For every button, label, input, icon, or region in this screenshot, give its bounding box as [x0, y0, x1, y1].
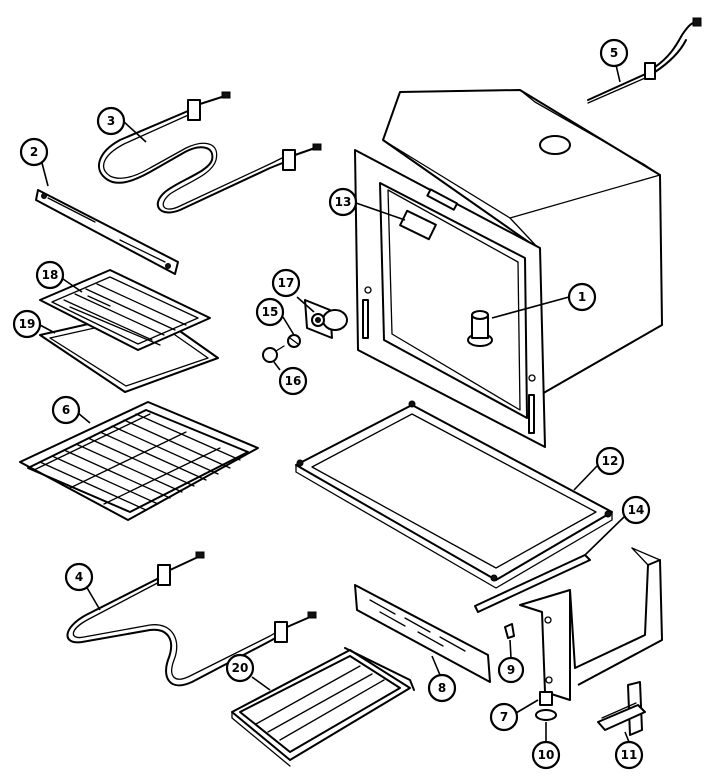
callout-18: 18	[35, 260, 65, 290]
callout-circle	[328, 187, 358, 217]
broil-element	[97, 91, 322, 214]
callout-4: 4	[64, 562, 94, 592]
oven-cavity	[354, 89, 663, 448]
callout-label: 8	[438, 681, 446, 695]
callout-circle	[35, 260, 65, 290]
callout-circle	[595, 446, 625, 476]
vent-panel	[354, 584, 491, 683]
callout-circle	[621, 495, 651, 525]
bake-element	[66, 551, 317, 687]
callout-circle	[225, 653, 255, 683]
callout-10: 10	[531, 740, 561, 770]
leveling-leg	[535, 691, 557, 721]
callout-circle	[497, 656, 525, 684]
callout-16: 16	[278, 366, 308, 396]
broiler-grid	[39, 269, 211, 351]
screw	[504, 623, 515, 639]
callout-13: 13	[328, 187, 358, 217]
bracket-strip	[35, 189, 179, 275]
callout-11: 11	[614, 740, 644, 770]
callout-1: 1	[567, 282, 597, 312]
anti-tip-bracket	[597, 681, 646, 736]
callout-circle	[427, 673, 457, 703]
callout-circle	[531, 740, 561, 770]
callout-label: 12	[602, 454, 619, 468]
callout-circle	[19, 137, 49, 167]
broiler-rack	[231, 647, 415, 767]
callout-circle	[599, 38, 629, 68]
callout-label: 17	[278, 276, 295, 290]
callout-label: 19	[19, 317, 36, 331]
callout-circle	[255, 297, 285, 327]
callout-label: 13	[335, 195, 352, 209]
callout-circle	[12, 309, 42, 339]
callout-label: 15	[262, 305, 279, 319]
callout-label: 5	[610, 46, 618, 60]
callout-17: 17	[271, 268, 301, 298]
callout-label: 20	[232, 661, 249, 675]
callout-12: 12	[595, 446, 625, 476]
callout-circle	[64, 562, 94, 592]
callout-label: 11	[621, 748, 638, 762]
callout-label: 9	[507, 663, 515, 677]
callout-14: 14	[621, 495, 651, 525]
callout-8: 8	[427, 673, 457, 703]
callout-19: 19	[12, 309, 42, 339]
callout-7: 7	[489, 702, 519, 732]
oven-rack	[19, 401, 259, 521]
oven-sensor	[587, 17, 702, 104]
callout-6: 6	[51, 395, 81, 425]
callout-2: 2	[19, 137, 49, 167]
callout-label: 3	[107, 114, 115, 128]
side-bracket	[519, 547, 663, 701]
callout-circle	[614, 740, 644, 770]
callout-circle	[51, 395, 81, 425]
callout-label: 16	[285, 374, 302, 388]
callout-label: 14	[628, 503, 645, 517]
callout-label: 4	[75, 570, 83, 584]
callout-3: 3	[96, 106, 126, 136]
callout-label: 1	[578, 290, 586, 304]
callout-circle	[278, 366, 308, 396]
callout-label: 10	[538, 748, 555, 762]
callout-circle	[567, 282, 597, 312]
callout-label: 6	[62, 403, 70, 417]
callout-15: 15	[255, 297, 285, 327]
drip-tray	[295, 400, 613, 589]
callout-circle	[489, 702, 519, 732]
callout-label: 7	[500, 710, 508, 724]
callout-5: 5	[599, 38, 629, 68]
callout-9: 9	[497, 656, 525, 684]
callout-20: 20	[225, 653, 255, 683]
callout-label: 18	[42, 268, 59, 282]
callout-circle	[271, 268, 301, 298]
callout-circle	[96, 106, 126, 136]
callout-label: 2	[30, 145, 38, 159]
trim-strip	[474, 554, 591, 613]
